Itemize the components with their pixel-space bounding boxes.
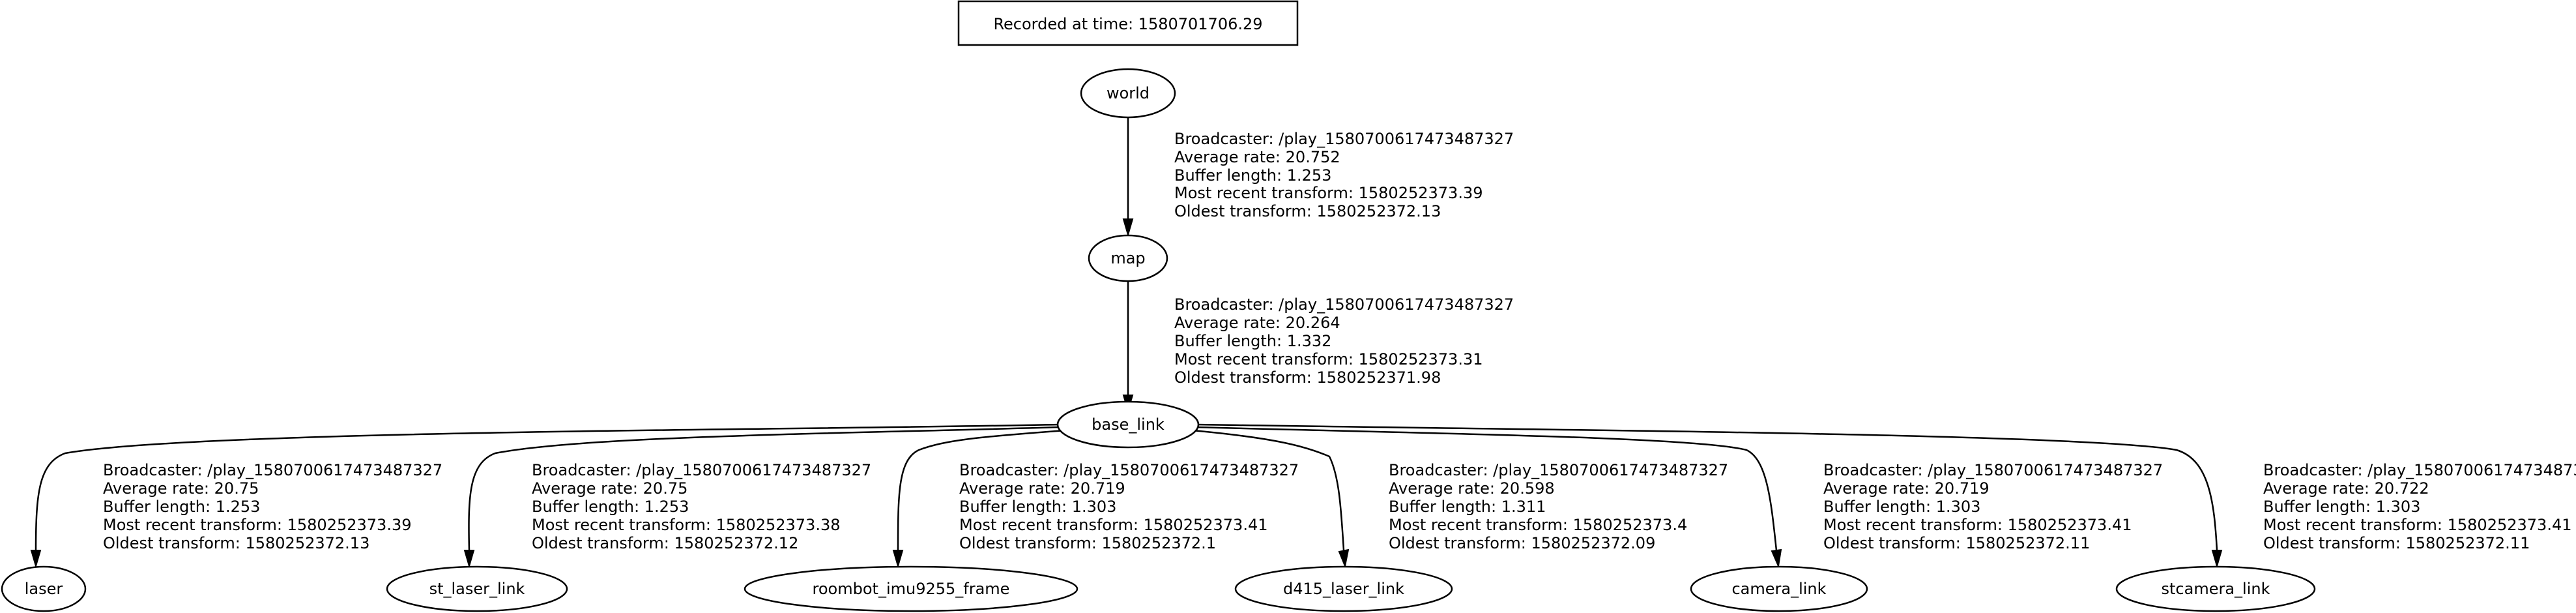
node-base-link: base_link (1056, 400, 1200, 449)
average-rate-text: Average rate: 20.719 (959, 479, 1125, 498)
oldest-transform-text: Oldest transform: 1580252372.13 (1174, 202, 1441, 220)
oldest-transform-text: Oldest transform: 1580252371.98 (1174, 368, 1441, 387)
most-recent-transform-text: Most recent transform: 1580252373.31 (1174, 350, 1483, 368)
node-label: laser (25, 580, 63, 598)
node-label: d415_laser_link (1283, 580, 1404, 598)
broadcaster-text: Broadcaster: /play_1580700617473487327 (1174, 130, 1514, 148)
edge-base-link-d415 (1192, 429, 1350, 569)
broadcaster-text: Broadcaster: /play_1580700617473487327 (1823, 461, 2163, 479)
header-text: Recorded at time: 1580701706.29 (993, 15, 1262, 33)
edge-base-link-imu (892, 429, 1066, 569)
edge-line (1196, 423, 2218, 551)
average-rate-text: Average rate: 20.264 (1174, 314, 1340, 332)
node-roombot-imu9255-frame: roombot_imu9255_frame (744, 565, 1078, 612)
arrow-head (463, 550, 475, 569)
node-world: world (1080, 68, 1176, 119)
buffer-length-text: Buffer length: 1.253 (1174, 166, 1331, 185)
most-recent-transform-text: Most recent transform: 1580252373.4 (1389, 516, 1687, 534)
arrow-head (1122, 218, 1134, 237)
edge-label-base-link-d415: Broadcaster: /play_1580700617473487327 A… (1389, 461, 1728, 552)
most-recent-transform-text: Most recent transform: 1580252373.41 (959, 516, 1267, 534)
edge-label-map-base-link: Broadcaster: /play_1580700617473487327 A… (1174, 295, 1514, 387)
node-ellipse (2115, 565, 2316, 612)
buffer-length-text: Buffer length: 1.303 (959, 498, 1116, 516)
node-ellipse (1, 565, 87, 612)
node-ellipse (1080, 68, 1176, 119)
broadcaster-text: Broadcaster: /play_1580700617473487327 (2263, 461, 2576, 479)
node-label: world (1107, 84, 1150, 102)
node-ellipse (1056, 400, 1200, 449)
most-recent-transform-text: Most recent transform: 1580252373.41 (2263, 516, 2571, 534)
node-ellipse (1690, 565, 1868, 612)
average-rate-text: Average rate: 20.719 (1823, 479, 1990, 498)
recorded-time-header: Recorded at time: 1580701706.29 (957, 0, 1299, 46)
buffer-length-text: Buffer length: 1.311 (1389, 498, 1546, 516)
node-label: stcamera_link (2162, 580, 2270, 598)
edge-line (897, 429, 1066, 551)
arrow-head (1771, 548, 1782, 569)
buffer-length-text: Buffer length: 1.253 (532, 498, 689, 516)
broadcaster-text: Broadcaster: /play_1580700617473487327 (532, 461, 871, 479)
arrow-head (892, 550, 904, 569)
edge-base-link-camera-link (1196, 426, 1782, 569)
edge-label-base-link-st-laser-link: Broadcaster: /play_1580700617473487327 A… (532, 461, 871, 552)
edge-line (1196, 426, 1778, 551)
broadcaster-text: Broadcaster: /play_1580700617473487327 (1389, 461, 1728, 479)
edge-label-base-link-imu: Broadcaster: /play_1580700617473487327 A… (959, 461, 1299, 552)
node-ellipse (744, 565, 1078, 612)
broadcaster-text: Broadcaster: /play_1580700617473487327 (959, 461, 1299, 479)
most-recent-transform-text: Most recent transform: 1580252373.41 (1823, 516, 2132, 534)
node-st-laser-link: st_laser_link (386, 565, 568, 612)
node-label: camera_link (1731, 580, 1826, 598)
edge-label-base-link-camera-link: Broadcaster: /play_1580700617473487327 A… (1823, 461, 2163, 552)
average-rate-text: Average rate: 20.722 (2263, 479, 2429, 498)
oldest-transform-text: Oldest transform: 1580252372.13 (103, 534, 369, 552)
node-laser: laser (1, 565, 87, 612)
average-rate-text: Average rate: 20.75 (532, 479, 687, 498)
edge-map-base-link (1122, 282, 1134, 413)
most-recent-transform-text: Most recent transform: 1580252373.38 (532, 516, 840, 534)
edge-line (468, 426, 1060, 551)
buffer-length-text: Buffer length: 1.303 (1823, 498, 1980, 516)
node-label: roombot_imu9255_frame (813, 580, 1010, 598)
oldest-transform-text: Oldest transform: 1580252372.11 (2263, 534, 2530, 552)
edge-base-link-stcamera-link (1196, 423, 2223, 569)
edge-base-link-laser (30, 423, 1060, 569)
buffer-length-text: Buffer length: 1.332 (1174, 332, 1331, 350)
edge-label-world-map: Broadcaster: /play_1580700617473487327 A… (1174, 130, 1514, 220)
edge-base-link-st-laser-link (463, 426, 1060, 569)
oldest-transform-text: Oldest transform: 1580252372.12 (532, 534, 798, 552)
node-label: base_link (1092, 415, 1165, 434)
node-ellipse (1088, 234, 1168, 282)
arrow-head (1338, 548, 1350, 569)
node-stcamera-link: stcamera_link (2115, 565, 2316, 612)
node-camera-link: camera_link (1690, 565, 1868, 612)
edge-line (35, 423, 1060, 551)
header-box (957, 0, 1299, 46)
edge-line (1192, 429, 1345, 551)
edge-label-base-link-laser: Broadcaster: /play_1580700617473487327 A… (103, 461, 442, 552)
broadcaster-text: Broadcaster: /play_1580700617473487327 (103, 461, 442, 479)
node-ellipse (1234, 565, 1453, 612)
arrow-head (30, 550, 42, 569)
broadcaster-text: Broadcaster: /play_1580700617473487327 (1174, 295, 1514, 314)
node-ellipse (386, 565, 568, 612)
node-map: map (1088, 234, 1168, 282)
node-label: map (1110, 249, 1145, 267)
most-recent-transform-text: Most recent transform: 1580252373.39 (1174, 184, 1483, 202)
average-rate-text: Average rate: 20.598 (1389, 479, 1555, 498)
node-label: st_laser_link (429, 580, 525, 598)
oldest-transform-text: Oldest transform: 1580252372.1 (959, 534, 1216, 552)
node-d415-laser-link: d415_laser_link (1234, 565, 1453, 612)
average-rate-text: Average rate: 20.752 (1174, 148, 1340, 166)
most-recent-transform-text: Most recent transform: 1580252373.39 (103, 516, 411, 534)
oldest-transform-text: Oldest transform: 1580252372.11 (1823, 534, 2090, 552)
arrow-head (2211, 550, 2223, 569)
buffer-length-text: Buffer length: 1.253 (103, 498, 260, 516)
edge-label-base-link-stcamera-link: Broadcaster: /play_1580700617473487327 A… (2263, 461, 2576, 552)
oldest-transform-text: Oldest transform: 1580252372.09 (1389, 534, 1655, 552)
average-rate-text: Average rate: 20.75 (103, 479, 259, 498)
buffer-length-text: Buffer length: 1.303 (2263, 498, 2420, 516)
